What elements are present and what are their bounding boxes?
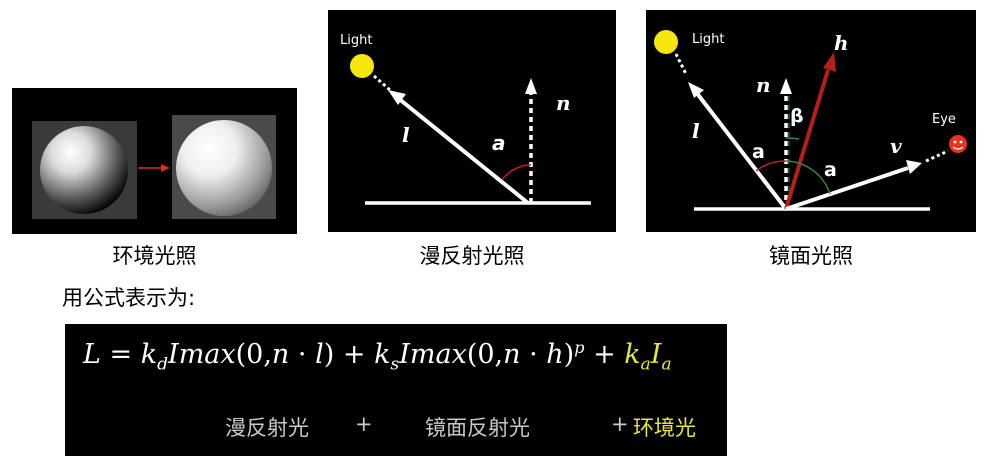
light-source-icon xyxy=(350,54,374,78)
formula-l: l xyxy=(315,339,324,370)
formula-intensity-2: I xyxy=(399,339,410,370)
angle-left-label: a xyxy=(752,141,765,163)
v-label: v xyxy=(890,134,902,158)
formula-exponent-p: p xyxy=(574,338,585,357)
specular-diagram: Light Eye h n β xyxy=(654,30,967,211)
formula-open-1: (0, xyxy=(235,339,272,370)
light-label: Light xyxy=(692,32,724,47)
formula-n-1: n xyxy=(271,339,290,370)
light-source-icon xyxy=(654,30,678,54)
beta-arc xyxy=(785,137,800,140)
term-ambient-label: 环境光 xyxy=(633,416,696,440)
eye-label: Eye xyxy=(932,112,956,127)
v-vector-arrow xyxy=(785,160,922,211)
formula-kd-sub: d xyxy=(157,354,169,375)
beta-label: β xyxy=(790,105,804,127)
formula-ka-sub: a xyxy=(640,354,651,375)
sphere-after xyxy=(176,120,272,216)
formula-dot-2: · xyxy=(529,339,538,370)
angle-label: a xyxy=(492,131,506,155)
formula-ambient-intensity: I xyxy=(650,339,662,370)
light-label: Light xyxy=(340,33,372,48)
angle-arc-right xyxy=(785,160,831,195)
formula-ks: k xyxy=(374,339,391,370)
caption-ambient: 环境光照 xyxy=(112,244,197,268)
light-dotted-line xyxy=(373,74,391,92)
formula-intro-text: 用公式表示为: xyxy=(62,286,196,310)
term-plus-2: + xyxy=(611,412,629,436)
angle-arc-left xyxy=(755,160,787,172)
formula-dot-1: · xyxy=(297,339,307,370)
n-vector-arrow xyxy=(780,78,792,209)
formula-max-2: max xyxy=(409,339,467,370)
formula-h: h xyxy=(546,339,564,370)
formula-lhs: L xyxy=(83,339,101,370)
formula-max-1: max xyxy=(178,339,236,370)
formula-ks-sub: s xyxy=(390,354,400,375)
formula-equals: = xyxy=(109,339,133,370)
specular-lighting-panel: Light Eye h n β xyxy=(646,10,976,232)
diffuse-diagram: Light n l a xyxy=(340,33,591,205)
term-specular-label: 镜面反射光 xyxy=(425,416,530,440)
l-label: l xyxy=(402,123,410,147)
term-diffuse-label: 漫反射光 xyxy=(225,416,309,440)
eye-dotted-line xyxy=(925,149,949,163)
h-vector-arrow xyxy=(784,52,836,210)
formula-intensity-1: I xyxy=(168,339,179,370)
formula-close-1: ) xyxy=(323,339,335,370)
h-label: h xyxy=(834,31,849,55)
formula-kd: k xyxy=(140,339,158,370)
eye-icon xyxy=(949,135,967,153)
formula-ka: k xyxy=(624,339,641,370)
l-vector-arrow xyxy=(688,82,788,211)
ambient-spheres-figure xyxy=(32,115,276,219)
formula-plus-b: + xyxy=(593,339,616,370)
angle-right-label: a xyxy=(824,159,837,181)
term-plus-1: + xyxy=(355,412,373,436)
formula-open-2: (0, xyxy=(466,339,504,370)
light-dotted-line xyxy=(674,53,688,75)
formula-ambient-intensity-sub: a xyxy=(661,354,672,375)
formula-plus-a: + xyxy=(342,339,366,370)
caption-diffuse: 漫反射光照 xyxy=(419,244,525,268)
diffuse-lighting-panel: Light n l a xyxy=(328,10,616,232)
formula-close-2: ) xyxy=(563,339,575,370)
lighting-formula: L = kdImax(0,n · l) + ksImax(0,n · h)p +… xyxy=(83,338,672,374)
arrow-right-icon xyxy=(138,164,170,172)
n-label: n xyxy=(556,91,571,115)
l-label: l xyxy=(692,119,700,143)
n-vector-arrow xyxy=(525,78,537,203)
ambient-lighting-panel xyxy=(12,88,297,234)
sphere-before xyxy=(40,126,128,214)
angle-arc xyxy=(501,164,532,181)
formula-n-2: n xyxy=(503,339,521,370)
formula-box: L = kdImax(0,n · l) + ksImax(0,n · h)p +… xyxy=(65,324,727,456)
caption-specular: 镜面光照 xyxy=(769,244,853,268)
l-vector-arrow xyxy=(388,90,530,205)
n-label: n xyxy=(756,73,771,97)
